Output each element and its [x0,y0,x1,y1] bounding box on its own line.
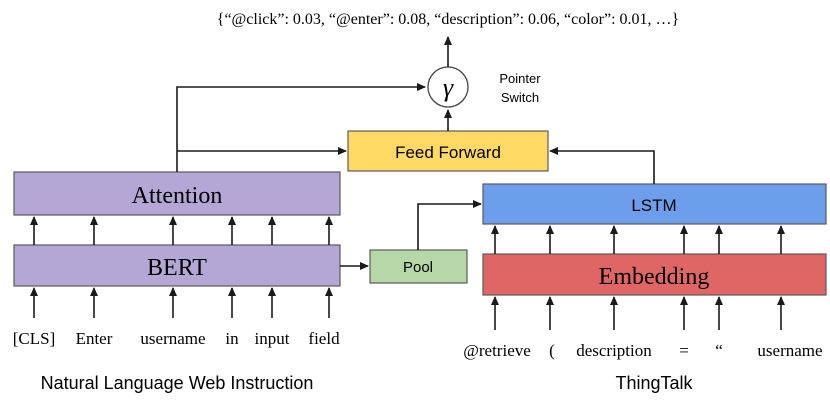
feed-forward-box [347,130,549,172]
bert-label: BERT [147,255,207,281]
output-token: @retrieve [463,341,531,360]
output-tokens: @retrieve ( description = “ username [463,341,822,360]
output-token: ( [549,341,555,360]
attention-box [13,171,341,216]
pointer-switch-label-1: Pointer [499,71,541,86]
input-tokens: [CLS] Enter username in input field [13,329,340,348]
lstm-label: LSTM [631,196,676,215]
pointer-switch-label-2: Switch [501,90,539,105]
bert-to-attention-arrows [30,216,333,245]
attention-to-gamma-arrow [176,83,426,172]
input-token: input [255,329,290,348]
input-token: field [308,329,340,348]
output-token: “ [715,341,723,360]
gamma-symbol: γ [443,73,454,102]
feed-forward-label: Feed Forward [395,143,501,162]
embedding-box [482,253,827,296]
attention-label: Attention [132,183,223,209]
pool-label: Pool [403,259,433,276]
lstm-box [482,183,827,225]
left-caption: Natural Language Web Instruction [41,373,314,393]
lstm-to-ff-arrow [549,147,655,184]
output-distribution-text: {“@click”: 0.03, “@enter”: 0.08, “descri… [217,11,679,28]
embedding-to-lstm-arrows [491,225,785,254]
pointer-switch-circle [427,66,469,108]
output-token: description [576,341,652,360]
input-token: [CLS] [13,329,56,348]
tokens-to-embedding-arrows [491,296,785,330]
input-token: in [225,329,239,348]
embedding-label: Embedding [599,264,710,290]
right-caption: ThingTalk [615,373,693,393]
input-to-bert-arrows [30,287,333,318]
pool-to-lstm-arrow [417,200,482,250]
output-token: = [679,341,689,360]
output-token: username [757,341,822,360]
input-token: username [140,329,205,348]
pool-box [369,249,468,284]
input-token: Enter [76,329,113,348]
bert-box [13,244,341,287]
